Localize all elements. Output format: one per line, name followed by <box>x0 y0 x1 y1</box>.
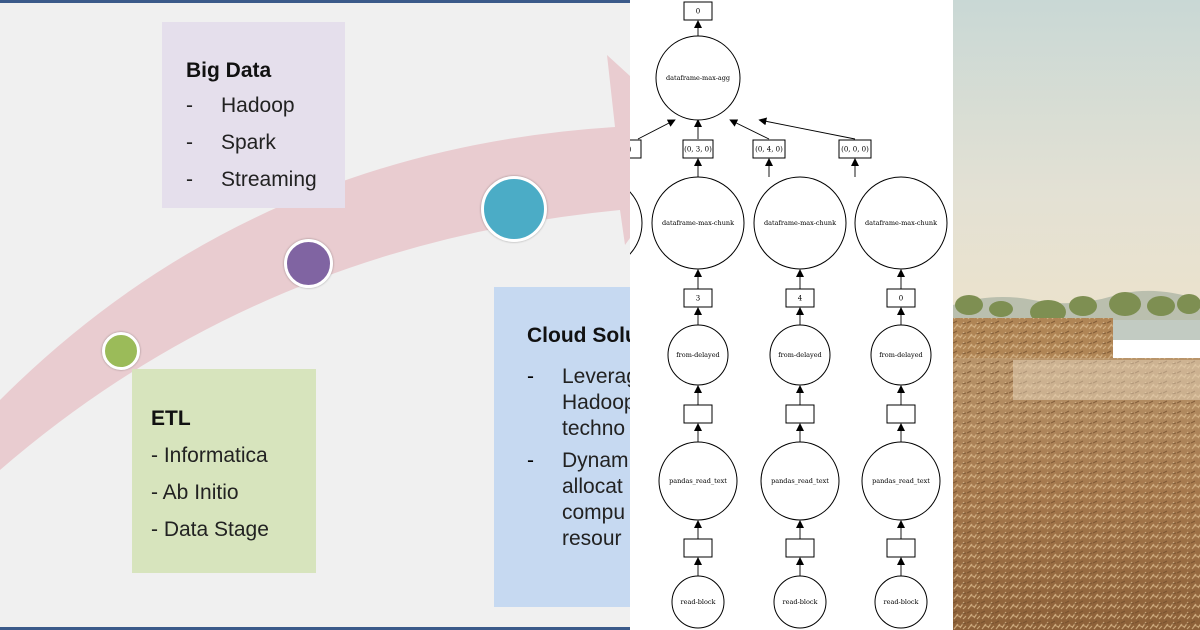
from-delayed-label: from-delayed <box>778 351 821 359</box>
cloud-milestone-dot <box>481 176 547 242</box>
partition-index-label: 3 <box>696 295 700 303</box>
cloud-bullet-line: Hadoop <box>562 391 630 414</box>
big-data-box: Big Data - Hadoop - Spark - Streaming <box>162 22 345 208</box>
chunk-label: dataframe-max-chunk <box>865 219 937 227</box>
delayed-key-box <box>683 404 713 424</box>
read-text-label: pandas_read_text <box>669 477 727 485</box>
big-data-item-label: Spark <box>221 131 276 154</box>
chunk-key-label: (0, 4, 0) <box>755 146 783 154</box>
read-block-node <box>671 575 725 629</box>
chunk-partial-node <box>630 191 643 255</box>
read-text-label: pandas_read_text <box>872 477 930 485</box>
cloud-bullet-line: compu <box>562 501 626 524</box>
from-delayed-node <box>769 324 831 386</box>
big-data-item-label: Hadoop <box>221 94 295 117</box>
chunk-key-label: ) <box>630 146 632 154</box>
from-delayed-node <box>667 324 729 386</box>
read-text-node <box>861 441 941 521</box>
read-block-label: read-block <box>783 598 818 606</box>
partition-index-label: 0 <box>899 295 903 303</box>
cornfield-photo <box>953 0 1200 630</box>
cloud-bullet: - Dynam allocat compu resour <box>527 448 630 552</box>
big-data-milestone-dot <box>284 239 333 288</box>
cloud-bullet: - LeveragHadoop techno <box>527 364 630 442</box>
cornfield-image <box>953 0 1200 630</box>
read-text-node <box>760 441 840 521</box>
chunk-key-box <box>752 139 786 159</box>
cloud-box: Cloud Solu - LeveragHadoop techno - Dynam all… <box>494 287 630 607</box>
graph-edge <box>729 119 770 140</box>
top-rule <box>0 0 630 3</box>
aggregate-node <box>655 35 741 121</box>
bullet-dash: - <box>527 449 534 472</box>
task-graph-panel: 0 dataframe-max-agg) (0, 3, 0) (0, 4, 0) (0,… <box>630 0 953 630</box>
partition-index-box <box>683 288 713 308</box>
cloud-bullet-line: resour <box>562 527 622 550</box>
cloud-bullet-line: Leverag <box>562 365 630 388</box>
block-key-box <box>886 538 916 558</box>
partition-index-box <box>785 288 815 308</box>
chunk-node <box>854 176 948 270</box>
block-key-box <box>785 538 815 558</box>
delayed-key-box <box>785 404 815 424</box>
big-data-list: - Hadoop - Spark - Streaming <box>186 87 345 198</box>
etl-item: - Informatica <box>151 444 268 467</box>
etl-title: ETL <box>151 407 191 430</box>
graph-edge <box>637 119 676 140</box>
chunk-key-box <box>838 139 872 159</box>
from-delayed-node <box>870 324 932 386</box>
read-text-label: pandas_read_text <box>771 477 829 485</box>
chunk-label: dataframe-max-chunk <box>764 219 836 227</box>
etl-item: - Ab Initio <box>151 481 239 504</box>
bottom-rule <box>0 627 630 630</box>
bullet-dash: - <box>527 365 534 388</box>
read-block-label: read-block <box>681 598 716 606</box>
bullet-dash: - <box>186 94 193 117</box>
chunk-node <box>651 176 745 270</box>
chunk-node <box>753 176 847 270</box>
big-data-item: - Streaming <box>186 161 345 198</box>
read-block-label: read-block <box>884 598 919 606</box>
block-key-box <box>683 538 713 558</box>
chunk-label: dataframe-max-chunk <box>662 219 734 227</box>
timeline-slide: Big Data - Hadoop - Spark - Streaming ETL - I… <box>0 0 630 630</box>
read-text-node <box>658 441 738 521</box>
etl-list: - Informatica - Ab Initio - Data Stage <box>151 437 316 548</box>
etl-item: - Data Stage <box>151 518 269 541</box>
read-block-node <box>773 575 827 629</box>
big-data-item: - Hadoop <box>186 87 345 124</box>
big-data-item-label: Streaming <box>221 168 317 191</box>
cloud-bullet-line: allocat <box>562 475 623 498</box>
from-delayed-label: from-delayed <box>879 351 922 359</box>
etl-box: ETL - Informatica - Ab Initio - Data Stage <box>132 369 316 573</box>
result-key-box <box>683 1 713 21</box>
big-data-title: Big Data <box>186 59 272 82</box>
delayed-key-box <box>886 404 916 424</box>
cloud-bullet-line: techno <box>562 417 626 440</box>
graph-edge <box>758 117 856 140</box>
chunk-key-label: (0, 0, 0) <box>841 146 869 154</box>
partition-index-box <box>886 288 916 308</box>
big-data-item: - Spark <box>186 124 345 161</box>
task-graph: 0 dataframe-max-agg) (0, 3, 0) (0, 4, 0) (0,… <box>630 1 948 629</box>
bullet-dash: - <box>186 131 193 154</box>
chunk-key-label: (0, 3, 0) <box>684 146 712 154</box>
etl-milestone-dot <box>102 332 140 370</box>
aggregate-label: dataframe-max-agg <box>666 74 730 82</box>
chunk-key-box <box>630 139 642 159</box>
cloud-title: Cloud Solu <box>527 324 630 347</box>
from-delayed-label: from-delayed <box>676 351 719 359</box>
chunk-key-box <box>682 139 714 159</box>
read-block-node <box>874 575 928 629</box>
cloud-list: - LeveragHadoop techno - Dynam allocat compu re… <box>527 364 630 552</box>
result-key-label: 0 <box>696 8 700 16</box>
bullet-dash: - <box>186 168 193 191</box>
cloud-bullet-line: Dynam <box>562 449 629 472</box>
partition-index-label: 4 <box>798 295 803 303</box>
